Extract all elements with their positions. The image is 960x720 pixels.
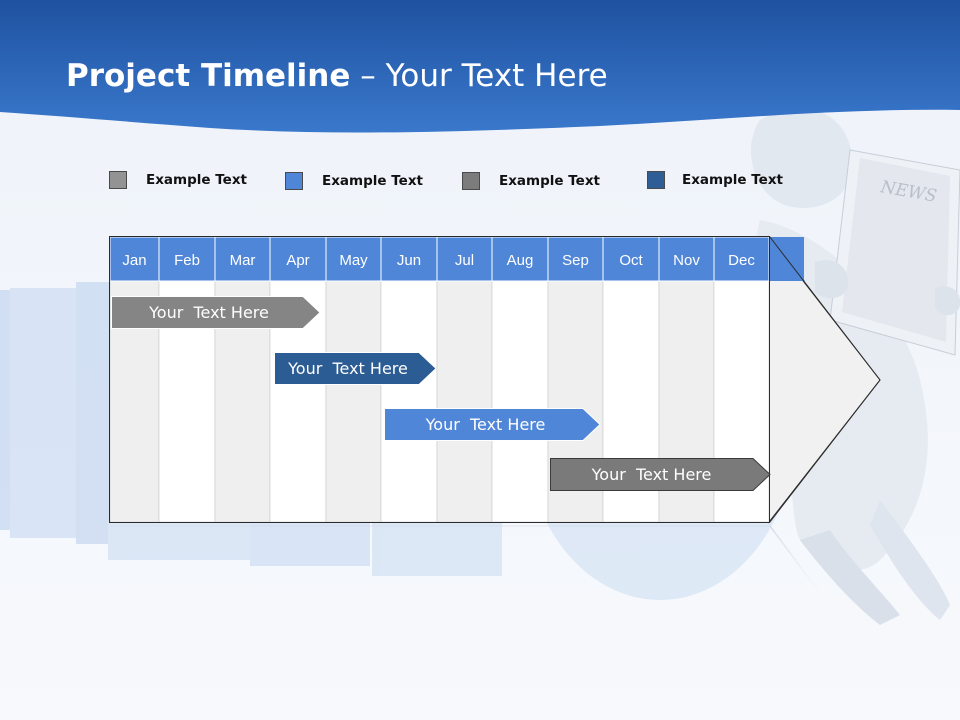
month-label: Jan xyxy=(122,252,146,269)
month-label: Feb xyxy=(174,252,200,269)
month-label: Apr xyxy=(286,252,309,269)
month-column xyxy=(380,280,438,523)
legend-label: Example Text xyxy=(499,173,600,189)
timeline-reflection xyxy=(108,525,841,630)
month-column xyxy=(325,280,382,523)
month-header-cell xyxy=(491,236,549,282)
legend-swatch xyxy=(109,171,127,189)
month-label: Sep xyxy=(562,252,589,269)
month-header-cell xyxy=(380,236,438,282)
month-label: Aug xyxy=(507,252,534,269)
task-bar-label: Your Text Here xyxy=(591,465,712,484)
legend-label: Example Text xyxy=(682,172,783,188)
month-header-cell xyxy=(214,236,271,282)
legend-swatch xyxy=(462,172,480,190)
task-bar: Your Text Here xyxy=(274,352,437,385)
month-column xyxy=(436,280,493,523)
legend-label: Example Text xyxy=(146,172,247,188)
month-label: Oct xyxy=(619,252,643,269)
month-header-row: Jan Feb Mar Apr May Jun Jul Aug Sep Oct Nov Dec xyxy=(109,236,770,282)
month-header-cell xyxy=(602,236,660,282)
page-title-rest: – Your Text Here xyxy=(350,58,608,94)
month-label: Dec xyxy=(728,252,755,269)
task-bar-label: Your Text Here xyxy=(425,415,546,434)
legend-label: Example Text xyxy=(322,173,423,189)
month-header-cell xyxy=(547,236,604,282)
task-bar-label: Your Text Here xyxy=(288,359,408,378)
month-header-cell xyxy=(325,236,382,282)
month-header-cell xyxy=(713,236,770,282)
page-title-bold: Project Timeline xyxy=(66,58,351,94)
task-bar-label: Your Text Here xyxy=(149,303,269,322)
task-bar: Your Text Here xyxy=(384,408,601,441)
month-column xyxy=(491,280,549,523)
month-label: Nov xyxy=(673,252,700,269)
legend-swatch xyxy=(285,172,303,190)
page-title: Project Timeline – Your Text Here xyxy=(66,58,608,94)
month-label: May xyxy=(339,252,368,269)
task-bar: Your Text Here xyxy=(550,458,771,491)
month-label: Mar xyxy=(230,252,256,269)
month-label: Jun xyxy=(397,252,421,269)
timeline-frame xyxy=(109,236,770,523)
legend-swatch xyxy=(647,171,665,189)
header-band xyxy=(0,0,960,133)
month-label: Jul xyxy=(455,252,474,269)
month-header-cell xyxy=(436,236,493,282)
task-bar: Your Text Here xyxy=(111,296,321,329)
